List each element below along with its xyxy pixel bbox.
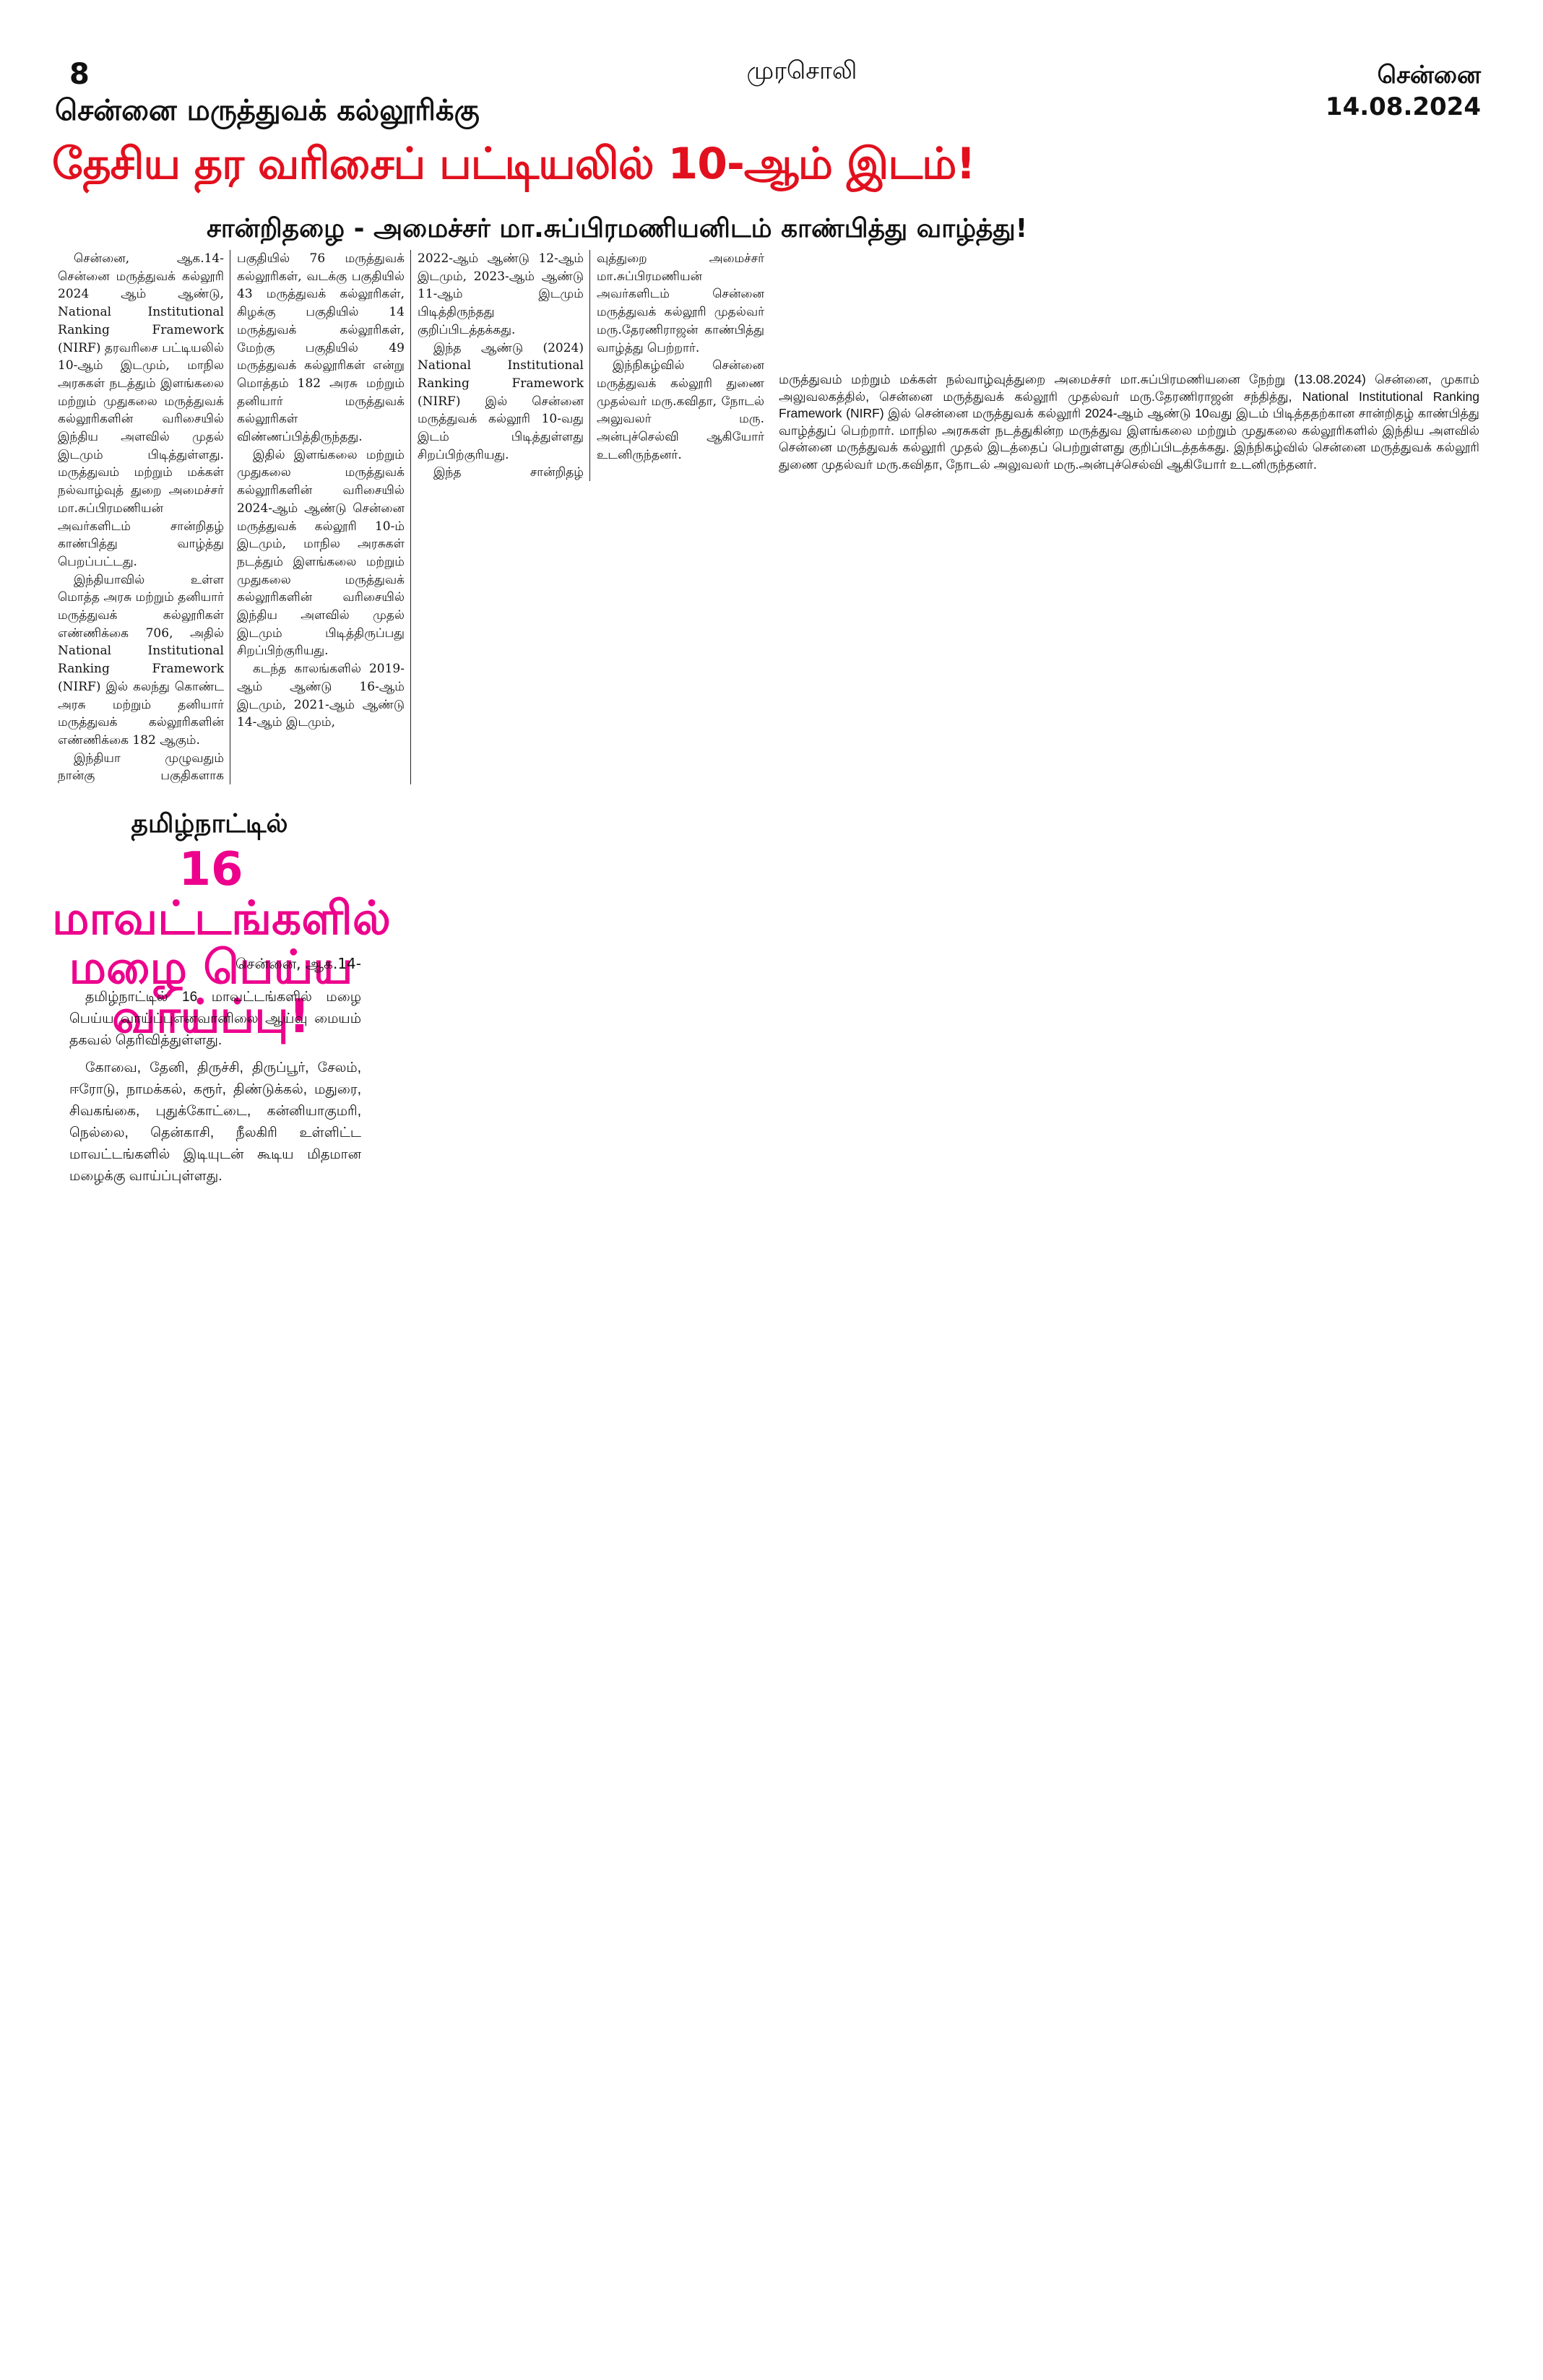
story1-col1-para: இந்தியா முழுவதும் நான்கு பகுதிகளாக பிரிக… [58, 750, 224, 784]
story2-body: தமிழ்நாட்டில் 16 மாவட்டங்களில் மழை பெய்ய… [69, 987, 361, 1193]
story1-column-1: சென்னை, ஆக.14- சென்னை மருத்துவக் கல்லூரி… [58, 250, 224, 784]
story1-col2-para: பகுதியில் 76 மருத்துவக் கல்லூரிகள், வடக்… [237, 251, 405, 445]
story1-col3-para: 2022-ஆம் ஆண்டு 12-ஆம் இடமும், 2023-ஆம் ஆ… [418, 251, 584, 337]
story1-col4-para: வுத்துறை அமைச்சர் மா.சுப்பிரமணியன் அவர்க… [597, 251, 764, 355]
column-divider [589, 250, 590, 481]
story1-kicker: சென்னை மருத்துவக் கல்லூரிக்கு [55, 94, 480, 127]
photo-caption: மருத்துவம் மற்றும் மக்கள் நல்வாழ்வுத்துற… [779, 372, 1479, 472]
story1-col2-para: கடந்த காலங்களில் 2019-ஆம் ஆண்டு 16-ஆம் இ… [237, 662, 405, 730]
story2-para: கோவை, தேனி, திருச்சி, திருப்பூர், சேலம்,… [69, 1060, 361, 1184]
story1-col3-para: இந்த ஆண்டு (2024) National Institutional… [418, 340, 584, 462]
story2-headline-line: மழை பெய்ய வாய்ப்பு! [69, 941, 353, 1044]
story2-dateline: சென்னை, ஆக.14- [235, 955, 361, 972]
story1-col4-para: இந்நிகழ்வில் சென்னை மருத்துவக் கல்லூரி த… [597, 358, 764, 462]
column-divider [410, 250, 411, 784]
newspaper-name: முரசொலி [746, 56, 857, 85]
story1-column-2: பகுதியில் 76 மருத்துவக் கல்லூரிகள், வடக்… [237, 250, 405, 784]
story1-subhead: சான்றிதழை - அமைச்சர் மா.சுப்பிரமணியனிடம்… [207, 214, 1028, 243]
story2-kicker: தமிழ்நாட்டில் [131, 809, 288, 839]
story1-col2-para: இதில் இளங்கலை மற்றும் முதுகலை மருத்துவக்… [237, 447, 405, 659]
story1-col3-para: இந்த சான்றிதழ் மருத்துவம் மற்றும் மக்கள்… [433, 465, 584, 480]
edition-dateline: சென்னை 14.08.2024 [1325, 61, 1481, 121]
page-number: 8 [69, 58, 90, 91]
story2-headline-line: 16 மாவட்டங்களில் [52, 843, 391, 945]
story2-headline: 16 மாவட்டங்களில் மழை பெய்ய வாய்ப்பு! [52, 843, 391, 1044]
story1-col1-para: சென்னை, ஆக.14- சென்னை மருத்துவக் கல்லூரி… [58, 251, 224, 569]
story1-headline: தேசிய தர வரிசைப் பட்டியலில் 10-ஆம் இடம்! [52, 139, 976, 189]
story1-column-3: 2022-ஆம் ஆண்டு 12-ஆம் இடமும், 2023-ஆம் ஆ… [418, 250, 584, 481]
story2-para: தமிழ்நாட்டில் 16 மாவட்டங்களில் மழை பெய்ய… [69, 990, 361, 1048]
story1-col1-para: இந்தியாவில் உள்ள மொத்த அரசு மற்றும் தனிய… [58, 572, 224, 748]
story1-column-4: வுத்துறை அமைச்சர் மா.சுப்பிரமணியன் அவர்க… [597, 250, 764, 481]
